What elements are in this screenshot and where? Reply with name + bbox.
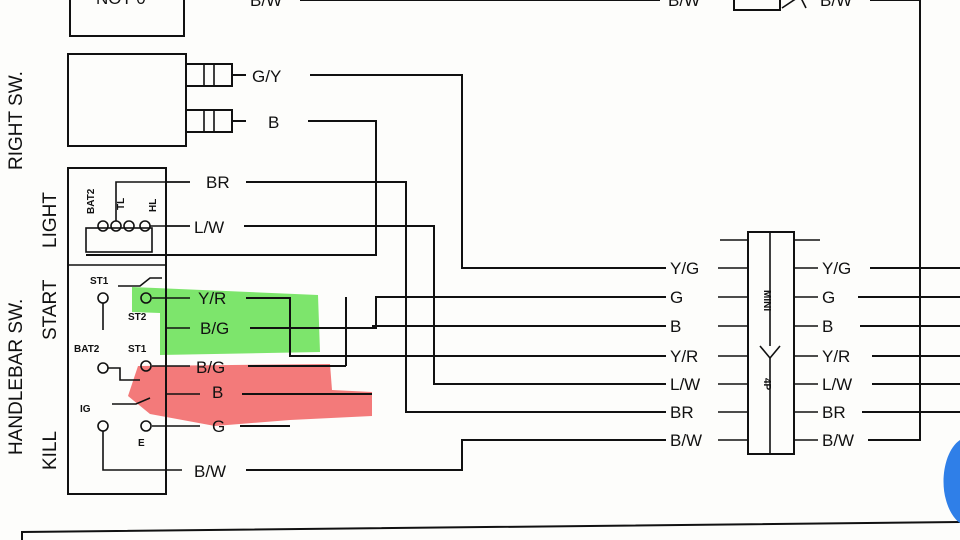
handlebar-sw-label: HANDLEBAR SW.: [6, 299, 27, 455]
wire-label-bg-green: B/G: [200, 319, 229, 338]
connector-left-pin-label: G: [670, 288, 683, 307]
connector-right-pin-label: G: [822, 288, 835, 307]
term-bat2: BAT2: [86, 188, 97, 214]
kill-label: KILL: [40, 431, 61, 470]
wire-label-br: BR: [206, 173, 230, 192]
green-highlight: [132, 287, 320, 355]
start-label: START: [40, 279, 61, 340]
wire-label-yr: Y/R: [198, 289, 226, 308]
top-wire-bw-right: B/W: [820, 0, 852, 10]
connector-left-pin-label: BR: [670, 403, 694, 422]
connector-right-pin-label: B/W: [822, 431, 854, 450]
light-label: LIGHT: [40, 192, 61, 248]
term-bat2-b: BAT2: [74, 344, 100, 355]
wire-label-b-red: B: [212, 383, 223, 402]
wire-label-bw: B/W: [194, 462, 226, 481]
mini-connector: [747, 231, 795, 455]
term-ig: IG: [80, 404, 91, 415]
term-st1-top: ST1: [90, 276, 109, 287]
wire-label-gy: G/Y: [252, 67, 281, 86]
top-box-label: NOT 0: [96, 0, 146, 8]
top-left-box: [69, 0, 185, 37]
term-e: E: [138, 438, 145, 449]
term-st1-b: ST1: [128, 344, 147, 355]
wire-label-lw: L/W: [194, 218, 224, 237]
term-hl: HL: [148, 199, 159, 212]
wire-label-g-red: G: [212, 417, 225, 436]
connector-right-pin-label: L/W: [822, 375, 852, 394]
connector-right-pin-label: Y/G: [822, 259, 851, 278]
connector-right-pin-label: BR: [822, 403, 846, 422]
connector-left-pin-label: L/W: [670, 375, 700, 394]
connector-right-pin-label: B: [822, 317, 833, 336]
wire-label-b-top: B: [268, 113, 279, 132]
right-sw-label: RIGHT SW.: [6, 71, 27, 170]
wire-label-bg-red: B/G: [196, 358, 225, 377]
connector-left-pin-label: B/W: [670, 431, 702, 450]
top-right-box: [733, 0, 781, 11]
connector-right-pin-label: Y/R: [822, 347, 850, 366]
switch-housing: [67, 167, 167, 495]
term-st2: ST2: [128, 312, 147, 323]
connector-left-pin-label: Y/R: [670, 347, 698, 366]
connector-left-pin-label: Y/G: [670, 259, 699, 278]
term-tl: TL: [116, 198, 127, 210]
connector-label-4p: 4P: [761, 378, 772, 391]
relay-box: [67, 53, 187, 147]
top-wire-bw-mid: B/W: [668, 0, 700, 10]
connector-label-mini: MINI: [761, 290, 772, 311]
connector-left-pin-label: B: [670, 317, 681, 336]
top-wire-bw-left: B/W: [250, 0, 282, 10]
blue-edge-blob: [943, 440, 960, 523]
